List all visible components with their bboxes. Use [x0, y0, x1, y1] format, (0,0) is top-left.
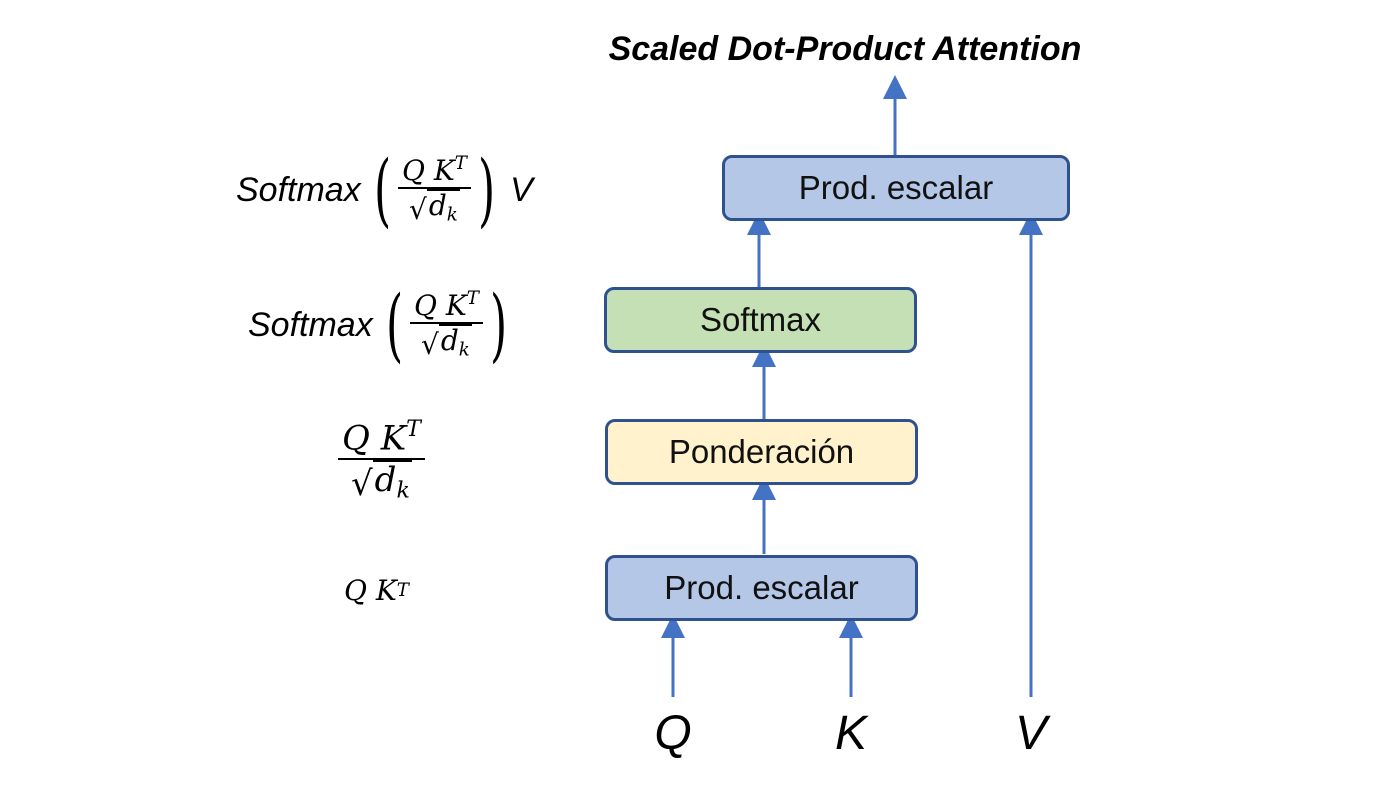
formula-softmax-word: Softmax [236, 170, 361, 209]
formula-softmax-times-v: Softmax ( Q KT √dk ) V [236, 143, 533, 236]
formula-fraction: Q KT √dk [338, 416, 425, 503]
input-q: Q [654, 707, 692, 760]
dot-product-label: Prod. escalar [664, 569, 859, 606]
input-v: V [1014, 707, 1047, 760]
final-dot-product-block: Prod. escalar [722, 155, 1070, 221]
dot-product-block: Prod. escalar [605, 555, 918, 621]
diagram-title: Scaled Dot-Product Attention [608, 30, 1082, 68]
formula-scaled-scores: Q KT √dk [338, 400, 425, 520]
softmax-block: Softmax [604, 287, 917, 353]
formula-softmax-word: Softmax [248, 305, 373, 344]
formula-softmax: Softmax ( Q KT √dk ) [248, 278, 508, 371]
formula-fraction: Q KT √dk [397, 153, 471, 226]
scaling-block: Ponderación [605, 419, 918, 485]
softmax-label: Softmax [699, 301, 822, 338]
scaling-label: Ponderación [668, 433, 855, 470]
formula-fraction: Q KT √dk [409, 288, 483, 361]
formula-v: V [510, 170, 533, 209]
input-k: K [834, 707, 867, 760]
final-dot-product-label: Prod. escalar [798, 169, 994, 206]
